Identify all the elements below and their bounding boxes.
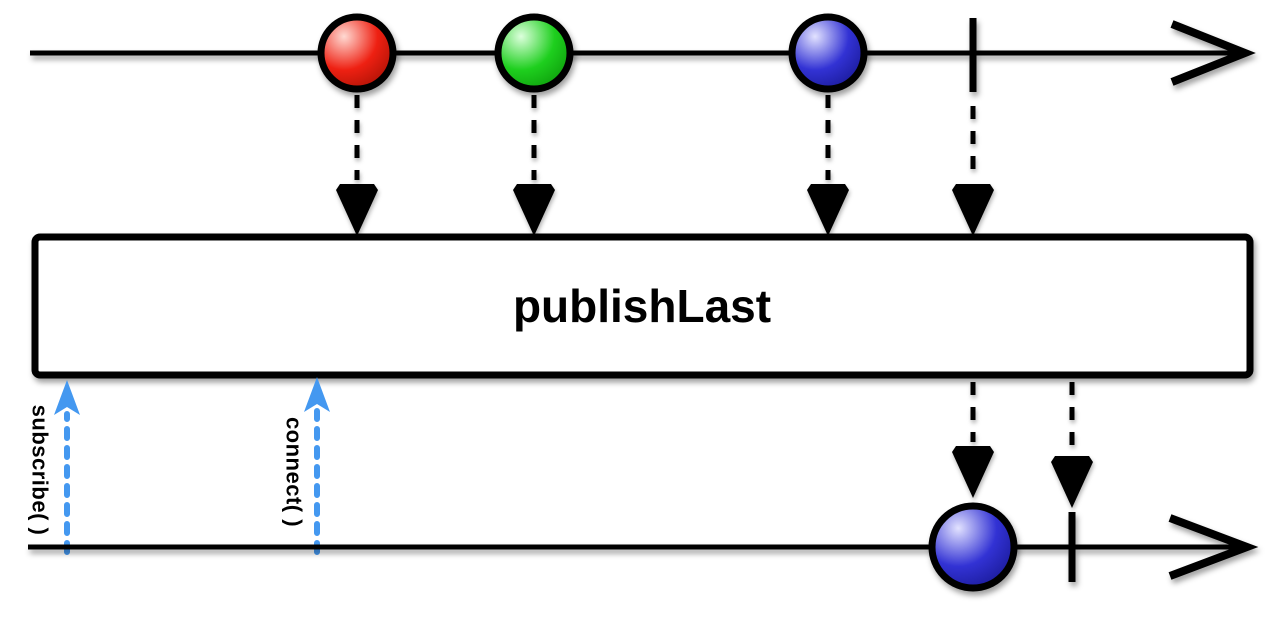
- emission-arrowhead-blue-icon: [807, 184, 849, 236]
- source-marble-green: [494, 13, 574, 93]
- operator-label: publishLast: [513, 280, 771, 332]
- emission-arrowhead-green-icon: [513, 184, 555, 236]
- subscribe-arrow: [54, 380, 80, 555]
- source-marble-blue: [788, 13, 868, 93]
- result-timeline: [28, 512, 1259, 582]
- source-timeline: [30, 18, 1256, 92]
- subscribe-arrowhead-icon: [54, 380, 80, 415]
- result-emission-arrowhead-complete-icon: [1051, 456, 1093, 508]
- connect-label: connect( ): [282, 417, 307, 527]
- result-marble-blue: [928, 502, 1018, 592]
- emission-arrowhead-red-icon: [336, 184, 378, 236]
- source-marbles: [317, 13, 868, 93]
- result-marbles: [928, 502, 1018, 592]
- emission-arrowhead-complete-icon: [952, 184, 994, 236]
- result-emission-arrows: [952, 382, 1093, 508]
- connect-arrow: [304, 377, 330, 555]
- source-timeline-arrowhead-icon: [1170, 20, 1256, 86]
- source-emission-arrows: [336, 95, 994, 236]
- result-emission-arrowhead-blue-icon: [952, 446, 994, 498]
- subscribe-label: subscribe( ): [28, 405, 53, 536]
- source-marble-red: [317, 13, 397, 93]
- result-timeline-arrowhead-icon: [1168, 514, 1259, 580]
- connect-arrowhead-icon: [304, 377, 330, 412]
- operator-box-group: publishLast: [31, 233, 1254, 379]
- operator-box: [31, 233, 1254, 379]
